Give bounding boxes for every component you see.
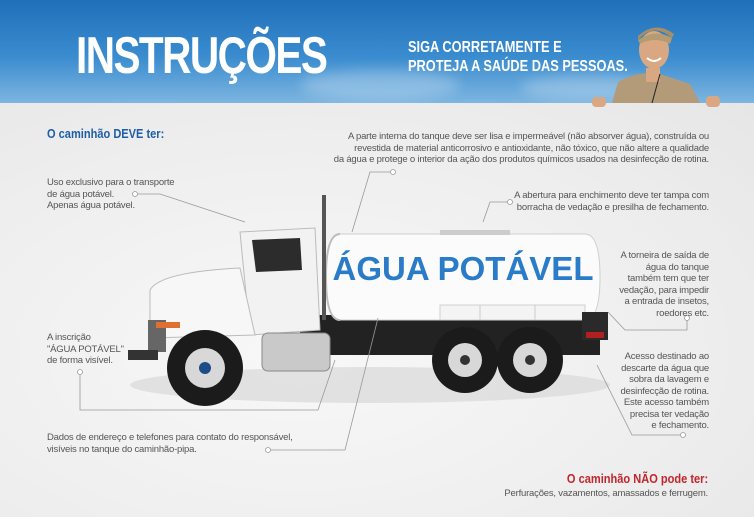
- callout-line: A inscrição: [47, 332, 91, 343]
- callout-line: também tem que ter: [627, 273, 710, 284]
- must-not-have-heading: O caminhão NÃO pode ter:: [566, 471, 708, 486]
- callout-faucet: A torneira de saída de água do tanque ta…: [589, 250, 709, 319]
- callout-line: Este acesso também: [623, 397, 709, 408]
- callout-line: de água potável.: [47, 188, 115, 200]
- callout-line: revestida de material anticorrosivo e an…: [354, 142, 709, 154]
- callout-line: "ÁGUA POTÁVEL": [47, 343, 124, 355]
- callout-line: A torneira de saída de: [620, 250, 709, 261]
- callout-line: desinfecção de rotina.: [620, 385, 709, 397]
- water-tank: [324, 230, 601, 321]
- truck-cab: [128, 195, 331, 372]
- must-have-heading: O caminhão DEVE ter:: [47, 126, 165, 141]
- must-not-have-text: Perfurações, vazamentos, amassados e fer…: [504, 488, 708, 499]
- callout-drain: Acesso destinado ao descarte da água que…: [589, 351, 709, 432]
- callout-tank-interior: A parte interna do tanque deve ser lisa …: [289, 131, 709, 166]
- callout-line: vedação, para impedir: [619, 284, 709, 296]
- callout-line: descarte da água que: [621, 362, 709, 374]
- callout-contact: Dados de endereço e telefones para conta…: [47, 432, 293, 455]
- callout-line: roedores etc.: [656, 307, 709, 319]
- rear-wheel: [497, 327, 563, 393]
- callout-line: visíveis no tanque do caminhão-pipa.: [47, 443, 197, 455]
- callout-line: água do tanque: [645, 261, 709, 273]
- front-wheel: [167, 330, 243, 406]
- callout-exclusive-use: Uso exclusivo para o transporte de água …: [47, 177, 175, 212]
- callout-line: precisa ter vedação: [629, 408, 709, 420]
- callout-line: sobra da lavagem e: [629, 374, 709, 385]
- rear-wheel: [432, 327, 498, 393]
- callout-opening: A abertura para enchimento deve ter tamp…: [469, 190, 709, 213]
- callout-line: A parte interna do tanque deve ser lisa …: [347, 131, 709, 142]
- callout-line: Dados de endereço e telefones para conta…: [47, 432, 293, 443]
- subtitle-line: PROTEJA A SAÚDE DAS PESSOAS.: [408, 58, 628, 75]
- callout-inscription: A inscrição "ÁGUA POTÁVEL" de forma visí…: [47, 332, 124, 367]
- callout-line: de forma visível.: [47, 355, 113, 366]
- tank-label: ÁGUA POTÁVEL: [333, 250, 594, 287]
- callout-line: A abertura para enchimento deve ter tamp…: [514, 190, 709, 201]
- callout-line: e fechamento.: [651, 420, 709, 431]
- page-subtitle: SIGA CORRETAMENTE E PROTEJA A SAÚDE DAS …: [408, 38, 648, 76]
- callout-line: borracha de vedação e presilha de fecham…: [516, 201, 709, 213]
- callout-line: Acesso destinado ao: [624, 351, 710, 362]
- header-banner: INSTRUÇÕES SIGA CORRETAMENTE E PROTEJA A…: [0, 0, 754, 103]
- callout-line: a entrada de insetos,: [624, 296, 709, 307]
- callout-line: Apenas água potável.: [47, 200, 135, 211]
- callout-line: Uso exclusivo para o transporte: [47, 177, 175, 188]
- subtitle-line: SIGA CORRETAMENTE E: [408, 39, 562, 56]
- page-title: INSTRUÇÕES: [76, 27, 328, 85]
- callout-line: da água e protege o interior da ação dos…: [333, 154, 709, 165]
